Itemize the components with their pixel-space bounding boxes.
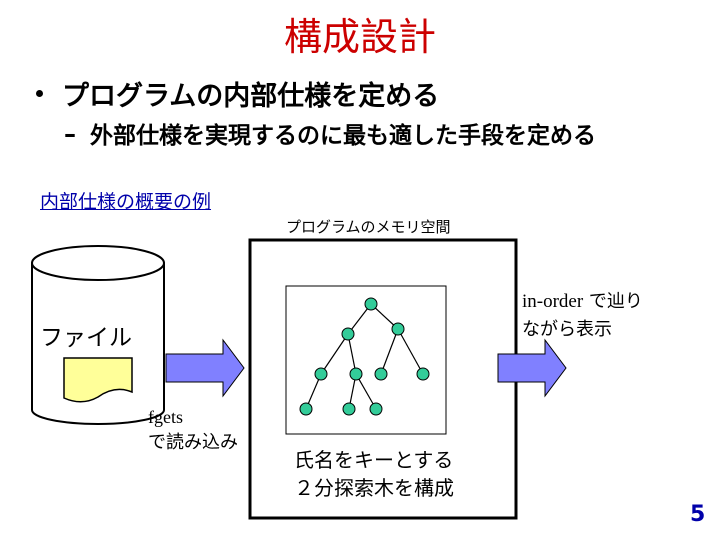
tree-node [342, 402, 356, 416]
slide-title: 構成設計 [283, 15, 436, 59]
file-label: ファイル [40, 325, 132, 351]
sub-bullet-dash: – [64, 120, 76, 148]
fgets-label: fgets で読み込み [148, 404, 238, 456]
tree-node [341, 327, 355, 341]
bst-line-2: ２分探索木を構成 [294, 476, 454, 500]
tree-node [369, 402, 383, 416]
tree-node [314, 367, 328, 381]
inorder-latin: in-order [522, 291, 584, 312]
tree-node [391, 322, 405, 336]
tree-node [349, 367, 363, 381]
sub-bullet: 外部仕様を実現するのに最も適した手段を定める [90, 123, 596, 149]
inorder-label: in-order で辿り ながら表示 [522, 288, 643, 344]
fgets-line-1: fgets [148, 407, 183, 427]
tree-node [299, 402, 313, 416]
read-arrow [165, 338, 245, 398]
bullet-dot [36, 90, 43, 97]
inorder-rest: で辿り [583, 291, 643, 312]
bst-label: 氏名をキーとする ２分探索木を構成 [294, 446, 454, 502]
tree-node [364, 297, 378, 311]
example-heading: 内部仕様の概要の例 [40, 191, 212, 213]
tree-node [374, 367, 388, 381]
memory-space-label: プログラムのメモリ空間 [286, 218, 451, 236]
fgets-line-2: で読み込み [148, 432, 238, 453]
bst-line-1: 氏名をキーとする [294, 448, 454, 472]
tree-nodes [299, 297, 430, 416]
tree-node [416, 367, 430, 381]
display-arrow [497, 338, 567, 398]
main-bullet: プログラムの内部仕様を定める [62, 81, 440, 112]
inorder-line-1: in-order で辿り [522, 288, 643, 316]
page-number: 5 [690, 502, 706, 527]
document-icon [63, 357, 133, 403]
inorder-line-2: ながら表示 [522, 319, 612, 340]
